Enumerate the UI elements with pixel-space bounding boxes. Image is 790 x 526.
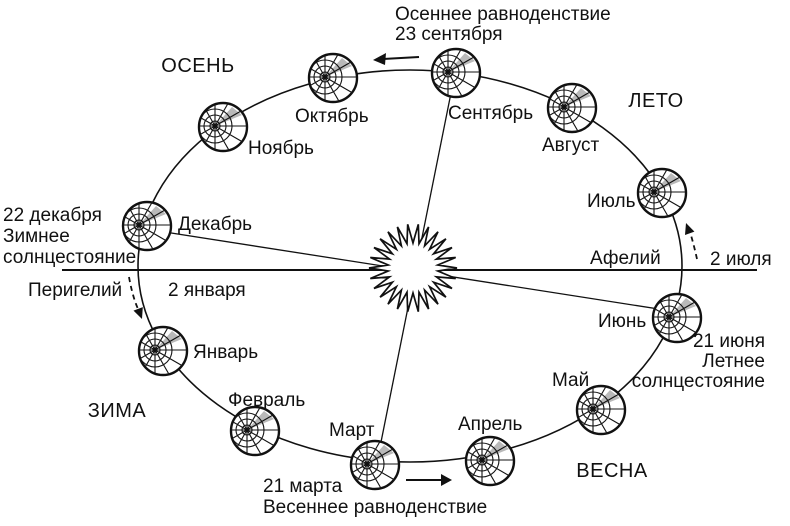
- month-label-january: Январь: [193, 342, 258, 363]
- month-label-april: Апрель: [458, 414, 523, 435]
- perihelion-date: 2 января: [168, 280, 246, 301]
- annotation-summer-solstice: 21 июня Летнее солнцестояние: [632, 331, 765, 392]
- arrowhead-right-icon: [441, 474, 452, 486]
- earth-globe-january: [122, 317, 188, 383]
- spring-equinox-line2: Весеннее равноденствие: [263, 497, 487, 518]
- month-label-december: Декабрь: [178, 214, 252, 235]
- revolution-direction-arrow-top: [373, 53, 420, 65]
- annotation-autumn-equinox: Осеннее равноденствие 23 сентября: [395, 4, 611, 45]
- spring-equinox-line1: 21 марта: [263, 476, 343, 497]
- month-label-november: Ноябрь: [248, 138, 314, 159]
- season-label-spring: ВЕСНА: [576, 460, 648, 482]
- arrowhead-left-icon: [373, 53, 386, 65]
- month-label-may: Май: [552, 370, 589, 391]
- month-label-march: Март: [329, 420, 375, 441]
- month-label-august: Август: [542, 135, 599, 156]
- season-label-summer: ЛЕТО: [628, 90, 683, 112]
- month-label-february: Февраль: [228, 390, 305, 411]
- summer-solstice-line1: 21 июня: [693, 331, 765, 352]
- winter-solstice-line2: Зимнее: [3, 226, 70, 247]
- earth-globe-october: [292, 44, 358, 110]
- perihelion-label: Перигелий: [28, 280, 122, 301]
- orbit-ellipse: [137, 69, 683, 463]
- summer-solstice-line3: солнцестояние: [632, 371, 765, 392]
- earth-globe-september: [415, 39, 481, 105]
- arrowhead-up-icon: [685, 223, 695, 235]
- summer-solstice-line2: Летнее: [702, 351, 765, 372]
- autumn-equinox-line1: Осеннее равноденствие: [395, 4, 611, 25]
- annotation-spring-equinox: 21 марта Весеннее равноденствие: [263, 476, 487, 518]
- revolution-direction-arrow-bottom: [406, 474, 452, 486]
- winter-solstice-line3: солнцестояние: [3, 247, 136, 268]
- arrowhead-down-icon: [133, 307, 143, 319]
- autumn-equinox-line2: 23 сентября: [395, 24, 503, 45]
- aphelion-motion-arrow: [685, 223, 698, 260]
- aphelion-label: Афелий: [590, 248, 661, 269]
- month-label-october: Октябрь: [295, 106, 369, 127]
- month-label-june: Июнь: [598, 311, 646, 332]
- earth-globe-august: [531, 74, 597, 140]
- month-label-september: Сентябрь: [448, 103, 533, 124]
- winter-solstice-line1: 22 декабря: [3, 205, 102, 226]
- annotation-winter-solstice: 22 декабря Зимнее солнцестояние: [3, 205, 136, 268]
- earth-globe-april: [449, 427, 515, 493]
- perihelion-motion-arrow: [128, 276, 143, 319]
- month-label-july: Июль: [587, 191, 636, 212]
- season-label-autumn: ОСЕНЬ: [161, 55, 234, 77]
- season-label-winter: ЗИМА: [88, 400, 147, 422]
- aphelion-date: 2 июля: [710, 249, 772, 270]
- sun-icon: [368, 224, 458, 312]
